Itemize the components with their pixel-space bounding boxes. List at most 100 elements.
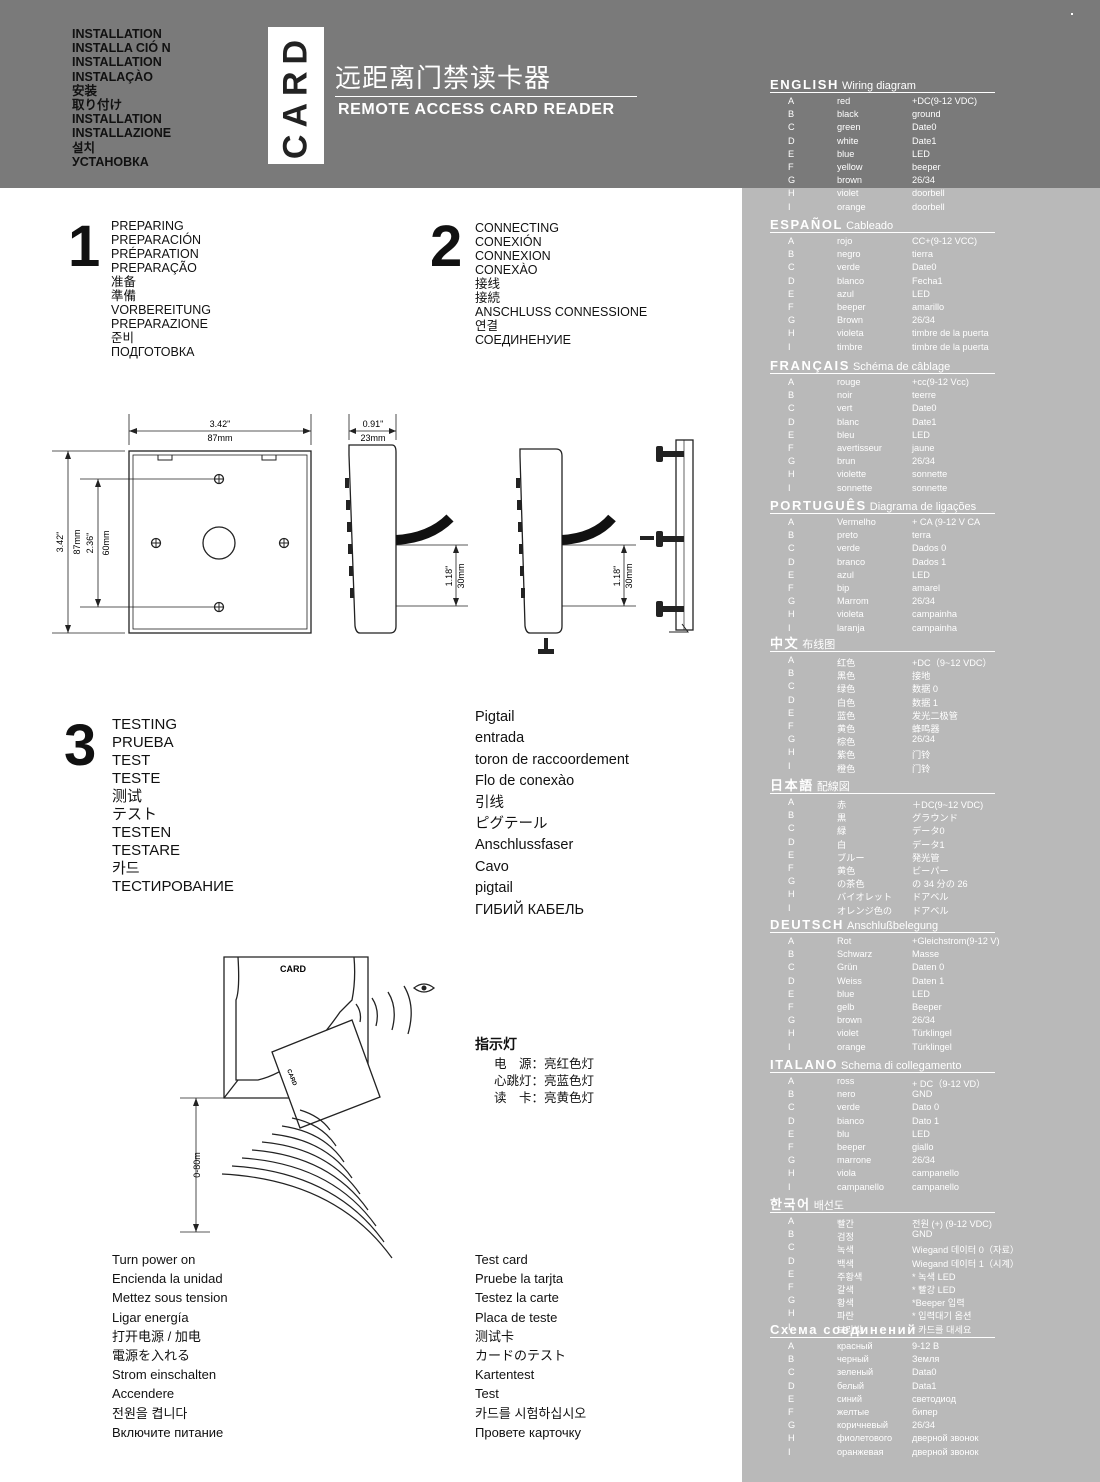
- wire-function: 门铃: [912, 750, 931, 761]
- wire-color: violet: [837, 1028, 859, 1039]
- installation-language-item: INSTALLAZIONE: [72, 126, 172, 141]
- wire-color: noir: [837, 390, 853, 401]
- test-card-text: 测试卡: [475, 1328, 515, 1344]
- wire-color: синий: [837, 1393, 863, 1404]
- wiring-language: 한국어: [770, 1197, 811, 1212]
- wire-function: Dados 0: [912, 543, 947, 554]
- wire-pin: E: [788, 148, 795, 159]
- wiring-language: PORTUGUÊS: [770, 498, 867, 513]
- wire-function: campanello: [912, 1168, 959, 1179]
- wiring-subtitle: Wiring diagram: [841, 80, 916, 92]
- wire-color: black: [837, 109, 859, 120]
- wire-function: 26/34: [912, 1420, 935, 1431]
- step-3-label: TESTING: [112, 716, 178, 733]
- wire-function: ビーパー: [912, 865, 949, 876]
- header-band: [0, 0, 1100, 188]
- wire-color: blanco: [837, 275, 865, 286]
- test-card-text: Test: [475, 1386, 499, 1402]
- corner-dot: [1071, 13, 1073, 15]
- test-card-text: Placa de teste: [475, 1309, 558, 1325]
- wire-pin: A: [788, 655, 795, 665]
- wire-pin: A: [788, 377, 795, 387]
- wire-function: ドアベル: [912, 905, 949, 916]
- wire-function: の 34 分の 26: [912, 879, 968, 890]
- wire-function: terra: [912, 530, 931, 541]
- wire-function: 26/34: [912, 1155, 935, 1166]
- wire-function: ＋DC(9~12 VDC): [912, 800, 984, 810]
- wire-pin: G: [788, 596, 796, 607]
- wire-pin: D: [788, 1255, 795, 1266]
- wire-function: ground: [912, 109, 941, 120]
- card-logo-box: CARD: [268, 27, 324, 164]
- wire-pin: F: [788, 1406, 794, 1417]
- wire-color: vert: [837, 403, 853, 414]
- power-on-label: 전원을 켭니다: [112, 1405, 188, 1421]
- wire-color: red: [837, 96, 851, 106]
- power-on-label: Mettez sous tension: [112, 1290, 228, 1306]
- title-chinese: 远距离门禁读卡器: [335, 64, 552, 94]
- wire-color: 红色: [837, 658, 856, 668]
- wire-function: 数据 0: [912, 684, 939, 695]
- wiring-language: 日本語: [770, 778, 814, 793]
- step-3-label: TESTEN: [112, 824, 172, 841]
- wire-function: Data1: [912, 1380, 937, 1391]
- wire-pin: D: [788, 836, 795, 847]
- installation-language-item: 取り付け: [72, 98, 123, 113]
- wire-color: 白色: [837, 697, 856, 708]
- wire-color: beeper: [837, 301, 866, 312]
- wire-color: Brown: [837, 315, 864, 326]
- wire-function: CC+(9-12 VCC): [912, 236, 978, 246]
- card-logo-text: CARD: [276, 32, 315, 159]
- wire-function: +DC(9-12 VDC): [912, 96, 978, 106]
- wire-pin: H: [788, 328, 795, 339]
- power-on-label: Ligar energía: [112, 1309, 189, 1325]
- depth-mm-label: 23mm: [360, 433, 385, 443]
- wire-color: violet: [837, 188, 859, 199]
- wire-color: violeta: [837, 609, 864, 620]
- wire-function: + CA (9-12 V CA: [912, 517, 981, 527]
- pigtail-label: Flo de conexào: [475, 773, 575, 790]
- wire-pin: H: [788, 747, 795, 758]
- wire-pin: D: [788, 975, 795, 986]
- wire-pin: F: [788, 301, 794, 312]
- wire-function: * 카드를 대세요: [912, 1324, 972, 1335]
- wire-color: violette: [837, 469, 867, 480]
- wiring-divider: [770, 373, 995, 374]
- wire-color: Marrom: [837, 596, 869, 607]
- wire-color: azul: [837, 569, 854, 580]
- wire-pin: D: [788, 694, 795, 705]
- wire-function: Dato 1: [912, 1115, 940, 1126]
- wire-function: データ1: [912, 839, 945, 850]
- wire-pin: A: [788, 1341, 795, 1351]
- indicator-line: 心跳灯：亮蓝色灯: [494, 1073, 595, 1088]
- wire-function: 発光管: [912, 852, 940, 863]
- wiring-section-header: 中文布线图: [770, 637, 1002, 651]
- step-1-label: 准备: [111, 275, 137, 289]
- wire-color: 백색: [837, 1258, 854, 1269]
